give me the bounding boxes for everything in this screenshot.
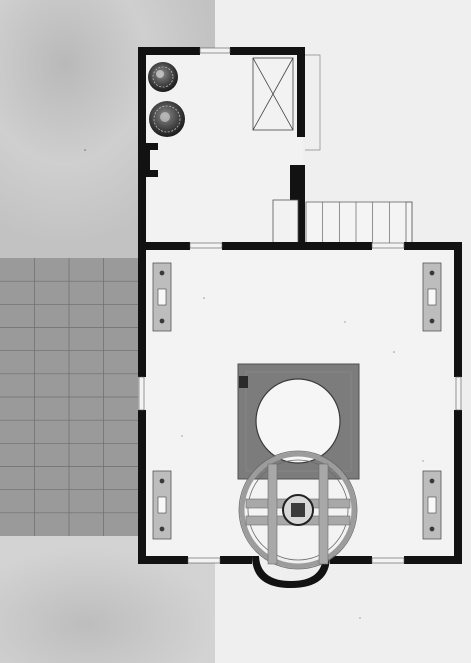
column-base xyxy=(152,262,172,332)
medallion-upper xyxy=(148,62,178,92)
bottom-window-left xyxy=(187,557,221,564)
column-base xyxy=(422,262,442,332)
upper-skylight xyxy=(252,57,294,131)
top-window-right xyxy=(371,242,405,249)
right-window xyxy=(455,376,462,411)
column-base xyxy=(422,470,442,540)
left-window xyxy=(138,376,145,411)
upper-annex-outline xyxy=(305,54,321,151)
staircase xyxy=(305,201,413,245)
upper-window xyxy=(199,47,231,54)
slab-notch xyxy=(239,376,248,388)
top-window-left xyxy=(189,242,223,249)
round-table xyxy=(255,378,341,464)
medallion-lower xyxy=(149,101,185,137)
column-base xyxy=(152,470,172,540)
main-hall-walls xyxy=(138,242,462,588)
paper-specks xyxy=(84,149,424,619)
circular-platform xyxy=(238,450,358,570)
paving-terrace xyxy=(0,258,138,536)
apse-bay xyxy=(252,556,330,588)
column-bases xyxy=(152,262,442,540)
bottom-window-right xyxy=(371,557,405,564)
platform-center-block xyxy=(291,503,305,517)
